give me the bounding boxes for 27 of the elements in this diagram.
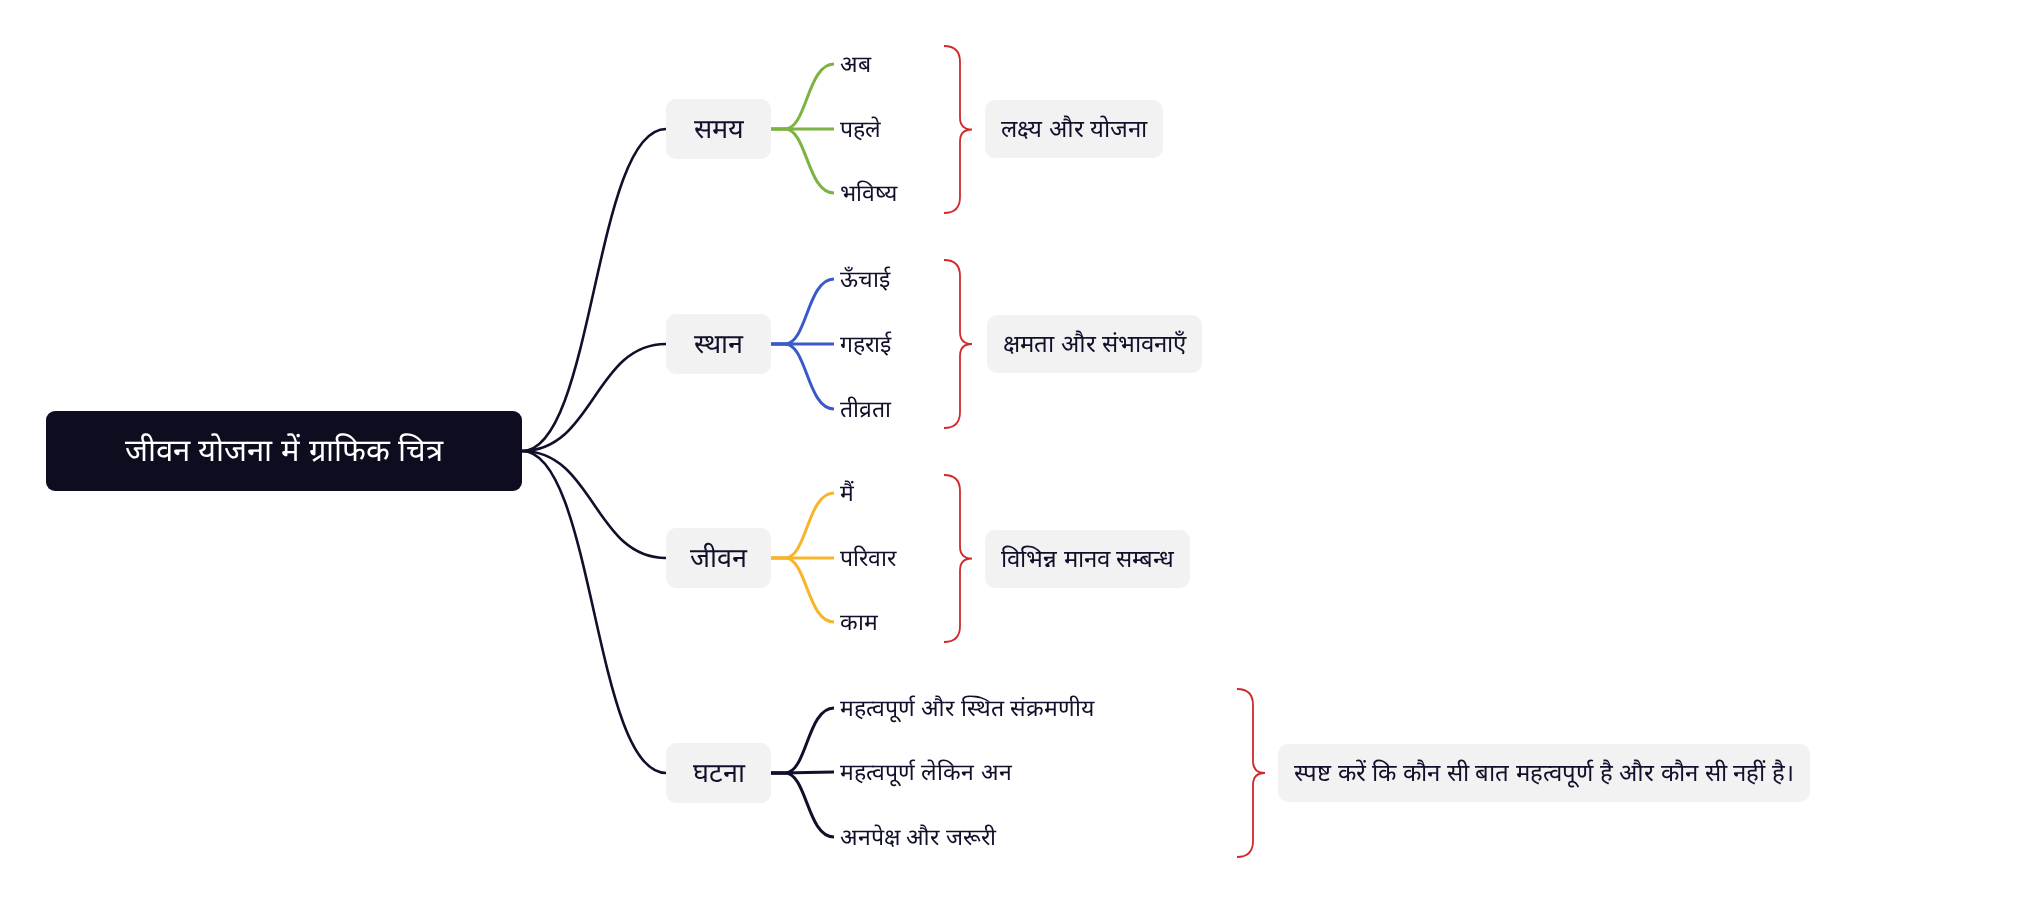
topic-label: पहले xyxy=(834,112,881,146)
topic-label: तीव्रता xyxy=(834,392,891,426)
topic-label: ऊँचाई xyxy=(834,262,890,296)
topic-box: जीवन xyxy=(666,528,771,588)
topic-label: काम xyxy=(834,605,878,639)
summary-box: स्पष्ट करें कि कौन सी बात महत्वपूर्ण है और कौन सी नहीं है। xyxy=(1278,744,1810,802)
topic-box: समय xyxy=(666,99,771,159)
topic-box: घटना xyxy=(666,743,771,803)
topic-label: महत्वपूर्ण लेकिन अन xyxy=(834,755,1012,789)
branch-line xyxy=(771,342,835,411)
branch-line xyxy=(771,556,835,624)
summary-box: लक्ष्य और योजना xyxy=(985,100,1164,158)
root-box: जीवन योजना में ग्राफिक चित्र xyxy=(46,411,522,491)
branch-line xyxy=(521,127,667,453)
topic-box: स्थान xyxy=(666,314,771,374)
summary-box: क्षमता और संभावनाएँ xyxy=(987,315,1203,373)
topic-label: परिवार xyxy=(834,541,896,575)
branch-line xyxy=(771,127,835,195)
topic-label: गहराई xyxy=(834,327,891,361)
branch-line xyxy=(771,771,835,839)
summary-box: विभिन्न मानव सम्बन्ध xyxy=(985,530,1191,588)
branch-line xyxy=(521,449,667,775)
topic-label: भविष्य xyxy=(834,176,897,210)
topic-label: मैं xyxy=(834,476,854,510)
topic-label: महत्वपूर्ण और स्थित संक्रमणीय xyxy=(834,691,1095,725)
topic-label: अब xyxy=(834,47,871,81)
topic-label: अनपेक्ष और जरूरी xyxy=(834,820,996,854)
